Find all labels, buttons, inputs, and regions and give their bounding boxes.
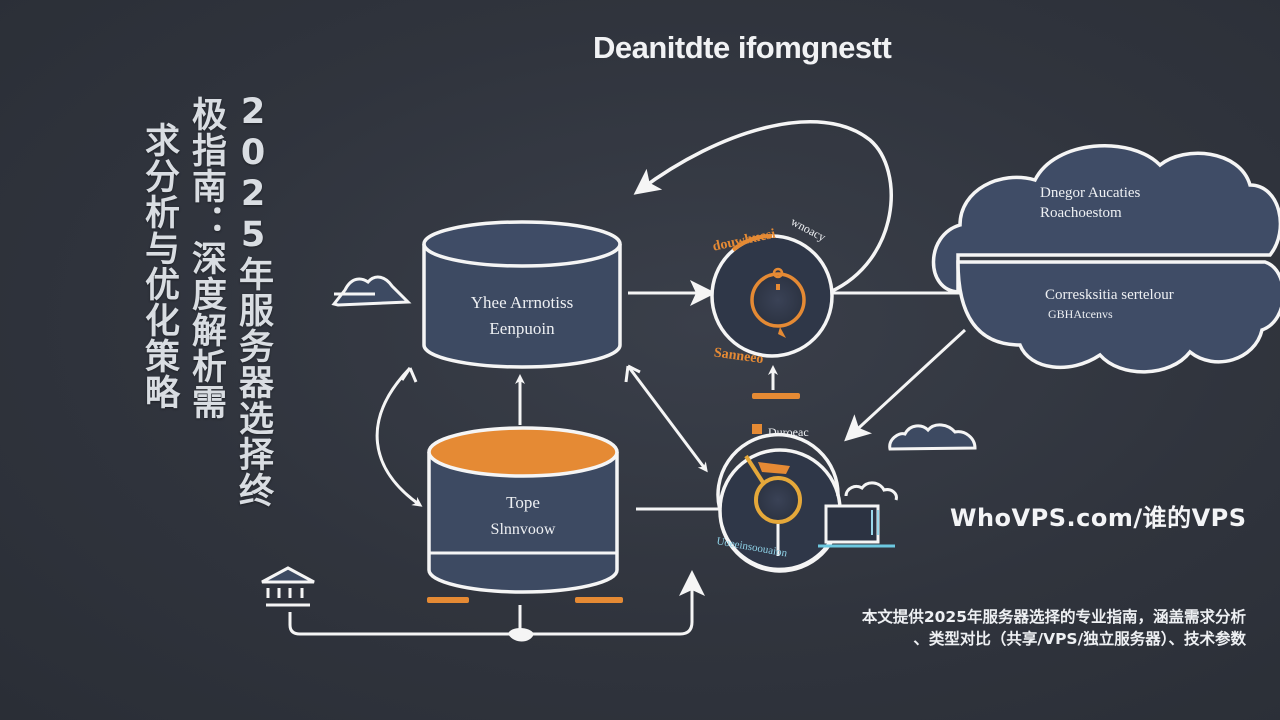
bank-icon bbox=[261, 566, 315, 607]
description-line-1: 本文提供2025年服务器选择的专业指南，涵盖需求分析 bbox=[861, 608, 1246, 626]
bottom-routing-line bbox=[288, 570, 705, 636]
description-line-2: 、类型对比（共享/VPS/独立服务器）、技术参数 bbox=[913, 630, 1246, 648]
connector-diagonal bbox=[626, 365, 708, 473]
top-cylinder-label-2: Eenpuoin bbox=[489, 319, 555, 338]
cloud-lower-label-2: GBHAtcenvs bbox=[1048, 307, 1113, 321]
small-cloud-icon-right bbox=[888, 423, 977, 451]
server-laptop-icon bbox=[818, 481, 898, 548]
feedback-arrow bbox=[633, 120, 893, 294]
cloud-upper-label-1: Dnegor Aucaties bbox=[1040, 185, 1141, 201]
junction-node bbox=[508, 628, 534, 642]
bottom-cylinder-label-2: Slnnvoow bbox=[491, 521, 556, 538]
diagram-title: Deanitdte ifomgnestt bbox=[593, 30, 892, 65]
vertical-title-line-2: 极指南：深度解析需 bbox=[186, 96, 226, 420]
cloud-node[interactable]: Dnegor Aucaties Roachoestom Corresksitia… bbox=[931, 144, 1280, 374]
vertical-title-line-3: 求分析与优化策略 bbox=[139, 122, 179, 410]
lower-circle-node[interactable]: Duroeac Uoeeinsoouaion bbox=[716, 424, 842, 573]
top-cylinder-label-1: Yhee Arrnotiss bbox=[471, 293, 573, 312]
description: 本文提供2025年服务器选择的专业指南，涵盖需求分析 、类型对比（共享/VPS/… bbox=[726, 606, 1246, 650]
top-cylinder-node[interactable]: Yhee Arrnotiss Eenpuoin bbox=[422, 220, 622, 369]
cylinder-foot-left bbox=[427, 597, 469, 603]
upper-circle-base bbox=[752, 393, 800, 399]
cylinder-foot-right bbox=[575, 597, 623, 603]
connector-cloud-to-lower-circle bbox=[844, 328, 967, 442]
lower-circle-top-label: Duroeac bbox=[768, 425, 809, 439]
connector-left-curve bbox=[375, 366, 423, 507]
brand-watermark[interactable]: WhoVPS.com/谁的VPS bbox=[950, 504, 1247, 532]
bottom-cylinder-label-1: Tope bbox=[506, 493, 540, 512]
upper-circle-node[interactable]: douwhuesi wnoacy Sanneeo bbox=[710, 214, 834, 367]
vertical-title-line-1: 2025年服务器选择终 bbox=[233, 92, 273, 508]
cloud-lower-label-1: Corresksitia sertelour bbox=[1045, 287, 1174, 303]
upper-circle-bottom-label: Sanneeo bbox=[713, 345, 764, 367]
bottom-cylinder-node[interactable]: Tope Slnnvoow bbox=[427, 426, 623, 603]
cloud-upper-label-2: Roachoestom bbox=[1040, 205, 1122, 221]
small-cloud-icon-left bbox=[331, 275, 412, 307]
